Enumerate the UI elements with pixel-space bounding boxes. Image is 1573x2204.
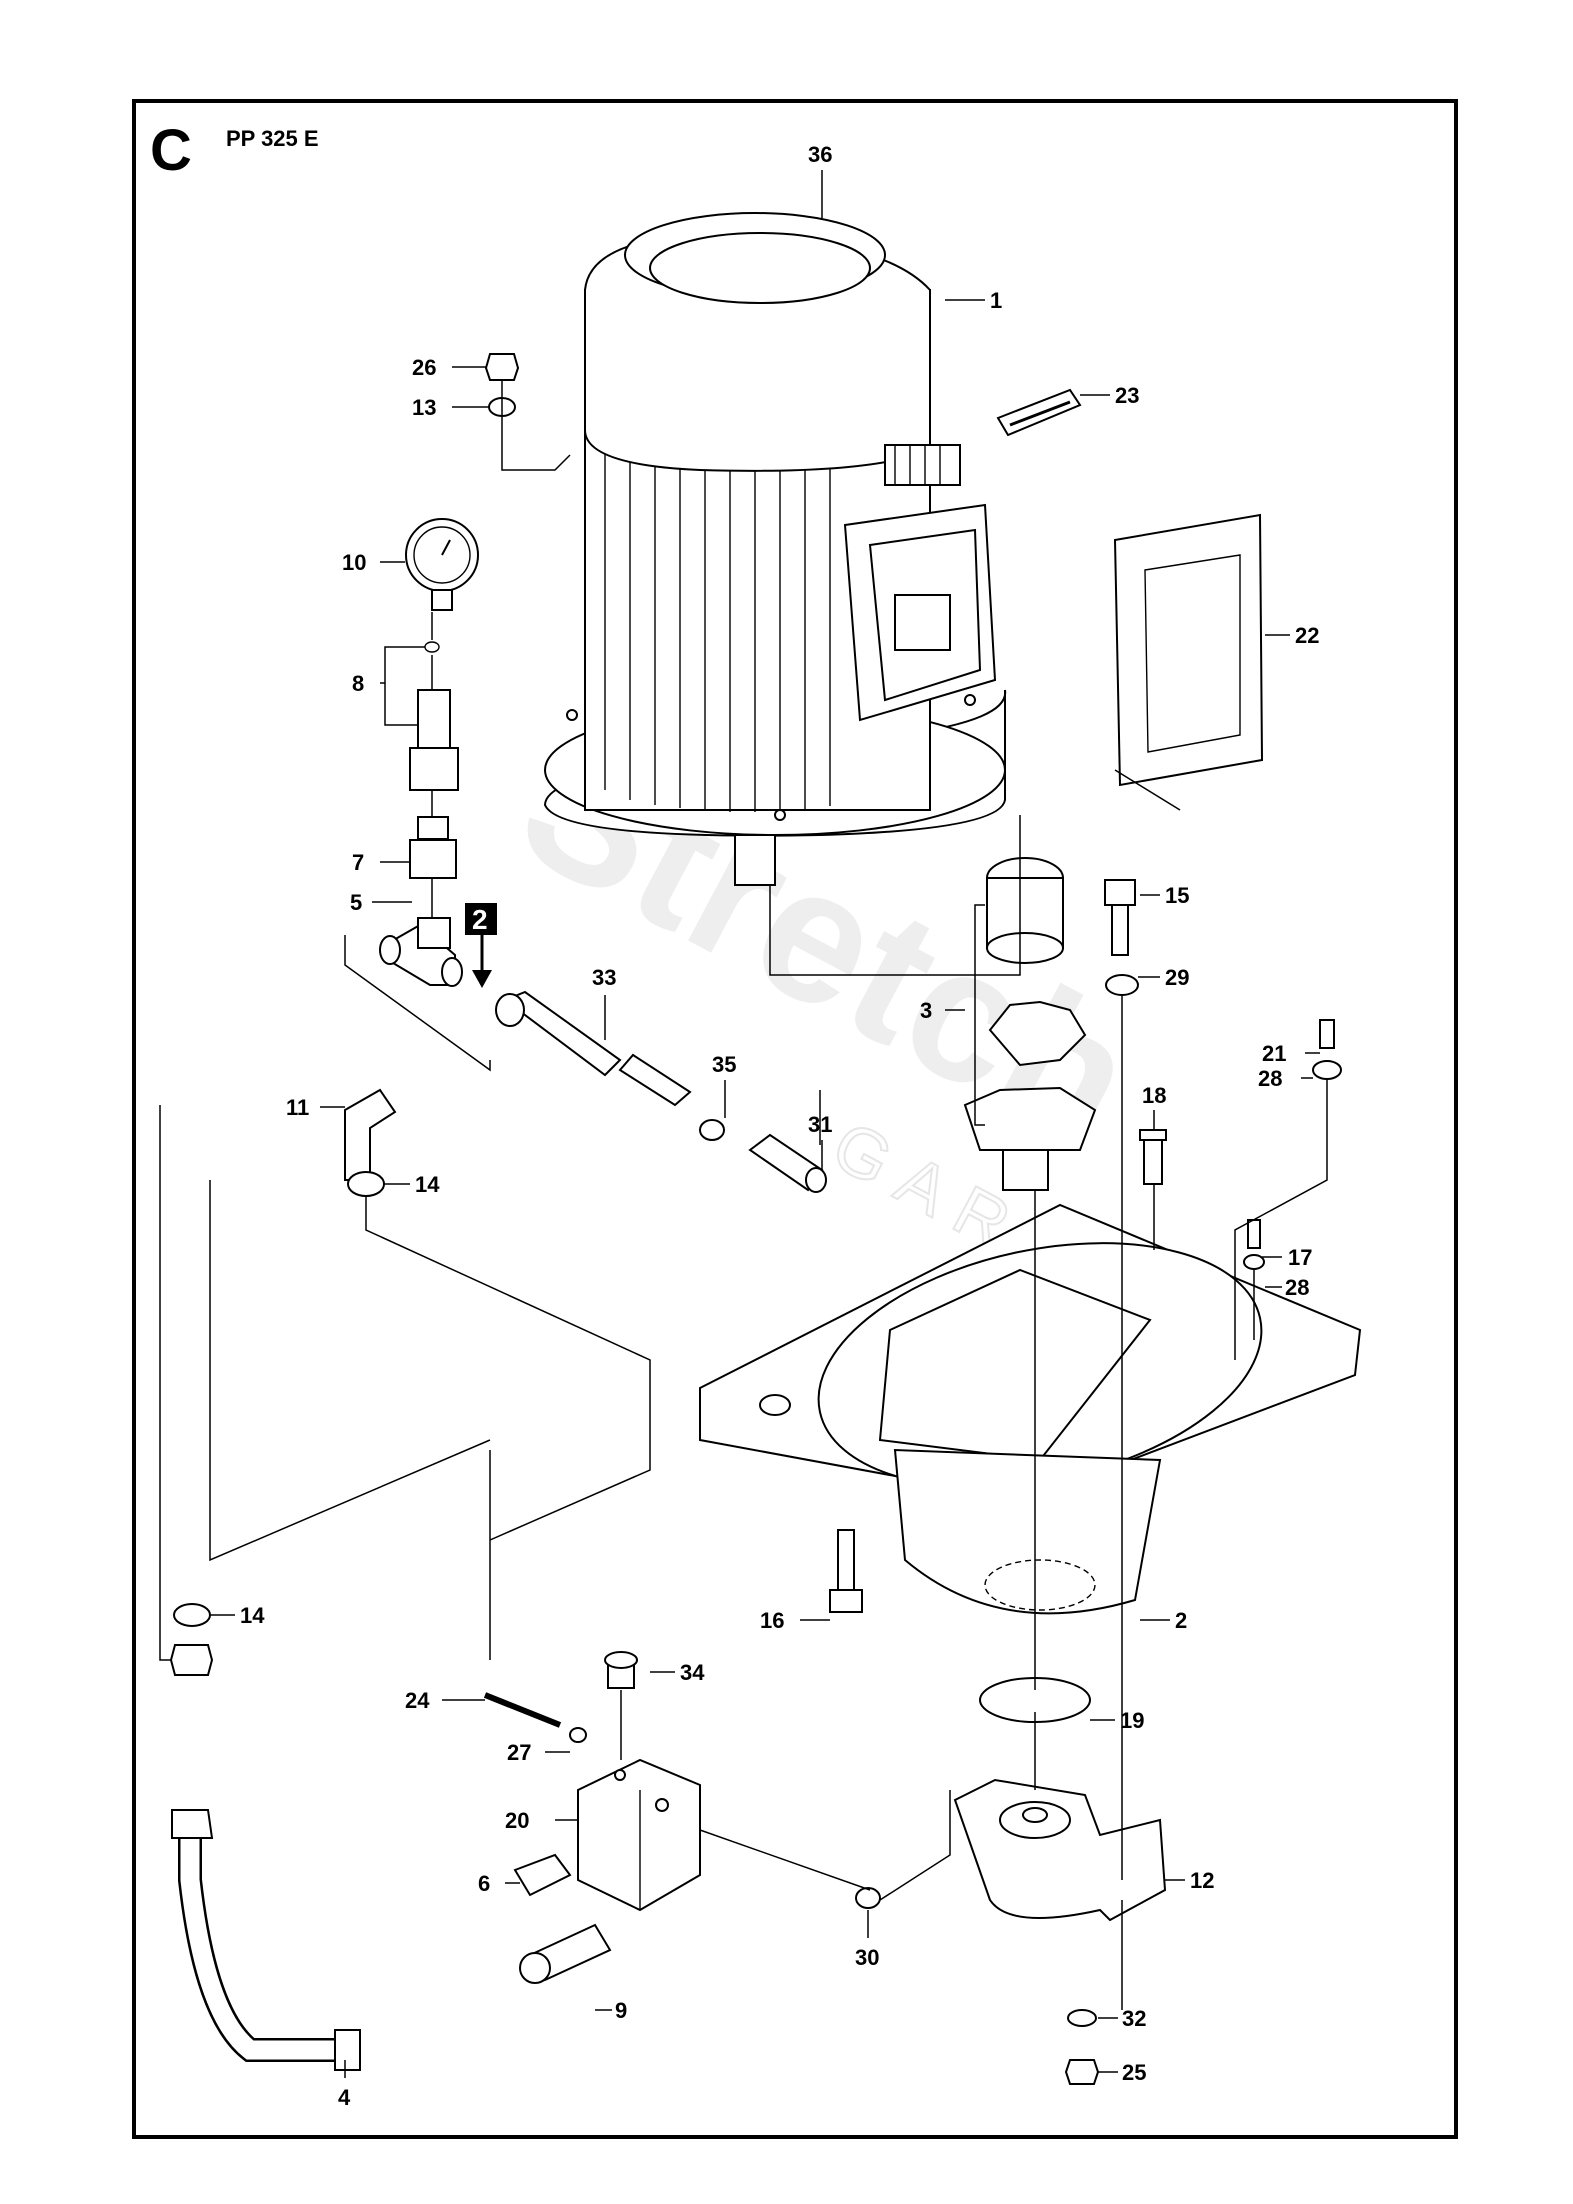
washer: [1067, 2009, 1097, 2027]
diagram-frame: [132, 99, 1458, 2139]
label-14-bottom[interactable]: 14: [240, 1603, 265, 1628]
nipple: [409, 816, 457, 879]
label-22[interactable]: 22: [1295, 623, 1319, 648]
label-28-top[interactable]: 28: [1258, 1066, 1282, 1091]
label-33[interactable]: 33: [592, 965, 616, 990]
label-6[interactable]: 6: [478, 1871, 490, 1896]
label-28-bottom[interactable]: 28: [1285, 1275, 1309, 1300]
label-1[interactable]: 1: [990, 288, 1002, 313]
electric-motor[interactable]: [543, 212, 1007, 886]
gasket: [1113, 513, 1264, 787]
label-7[interactable]: 7: [352, 850, 364, 875]
screw: [483, 1692, 562, 1728]
label-9[interactable]: 9: [615, 1998, 627, 2023]
nut: [169, 1644, 214, 1676]
label-26[interactable]: 26: [412, 355, 436, 380]
label-12[interactable]: 12: [1190, 1868, 1214, 1893]
callout-number: 2: [472, 904, 488, 935]
nipple: [513, 1853, 572, 1897]
label-17[interactable]: 17: [1288, 1245, 1312, 1270]
label-32[interactable]: 32: [1122, 2006, 1146, 2031]
elbow-fitting: [344, 1088, 397, 1181]
label-2[interactable]: 2: [1175, 1608, 1187, 1633]
label-23[interactable]: 23: [1115, 383, 1139, 408]
bolt: [1104, 879, 1136, 956]
gauge-fitting: [409, 641, 459, 791]
model-name: PP 325 E: [226, 126, 319, 151]
hydraulic-pump[interactable]: [953, 1778, 1167, 1922]
label-18[interactable]: 18: [1142, 1083, 1166, 1108]
hose-fitting: [495, 990, 692, 1107]
label-21[interactable]: 21: [1262, 1041, 1286, 1066]
label-34[interactable]: 34: [680, 1660, 705, 1685]
label-31[interactable]: 31: [808, 1112, 832, 1137]
washer: [569, 1727, 587, 1743]
screw: [1319, 1019, 1335, 1049]
valve-block[interactable]: [577, 1758, 701, 1912]
label-35[interactable]: 35: [712, 1052, 736, 1077]
label-13[interactable]: 13: [412, 395, 436, 420]
seal-washer: [347, 1171, 385, 1197]
label-24[interactable]: 24: [405, 1688, 430, 1713]
label-27[interactable]: 27: [507, 1740, 531, 1765]
label-8[interactable]: 8: [352, 671, 364, 696]
label-30[interactable]: 30: [855, 1945, 879, 1970]
motor-shaft: [734, 834, 776, 886]
nut: [484, 353, 520, 381]
label-3[interactable]: 3: [920, 998, 932, 1023]
plug: [604, 1651, 638, 1689]
label-29[interactable]: 29: [1165, 965, 1189, 990]
section-letter: C: [150, 118, 192, 183]
pressure-gauge[interactable]: [405, 518, 479, 611]
relief-valve: [519, 1923, 612, 1984]
label-5[interactable]: 5: [350, 890, 362, 915]
part-labels: 36 1 23 26 13 10 22 8 7 5 33 35 31 15 29…: [240, 142, 1319, 2110]
bolt: [829, 1529, 863, 1613]
label-20[interactable]: 20: [505, 1808, 529, 1833]
o-ring: [855, 1887, 881, 1909]
flange-bolt: [1139, 1129, 1167, 1185]
label-16[interactable]: 16: [760, 1608, 784, 1633]
coupling[interactable]: [963, 857, 1097, 1191]
washer: [1312, 1060, 1342, 1080]
leader-lines: [159, 170, 1328, 2078]
callout-2: 2: [465, 903, 497, 988]
label-11[interactable]: 11: [286, 1095, 309, 1120]
washer: [1243, 1254, 1265, 1270]
label-10[interactable]: 10: [342, 550, 366, 575]
label-14-top[interactable]: 14: [415, 1172, 440, 1197]
rotation-label: [996, 388, 1082, 437]
connector: [748, 1133, 827, 1193]
nut: [1064, 2059, 1100, 2085]
label-36[interactable]: 36: [808, 142, 832, 167]
tee-fitting: [379, 917, 463, 987]
bolt: [1247, 1219, 1261, 1249]
label-25[interactable]: 25: [1122, 2060, 1146, 2085]
label-4[interactable]: 4: [338, 2085, 351, 2110]
label-19[interactable]: 19: [1120, 1708, 1144, 1733]
label-15[interactable]: 15: [1165, 883, 1189, 908]
seal-ring: [699, 1119, 725, 1141]
pump-housing[interactable]: [699, 1203, 1362, 1615]
seal-washer: [173, 1603, 211, 1627]
washer: [1105, 974, 1139, 996]
pipe[interactable]: [171, 1809, 361, 2071]
